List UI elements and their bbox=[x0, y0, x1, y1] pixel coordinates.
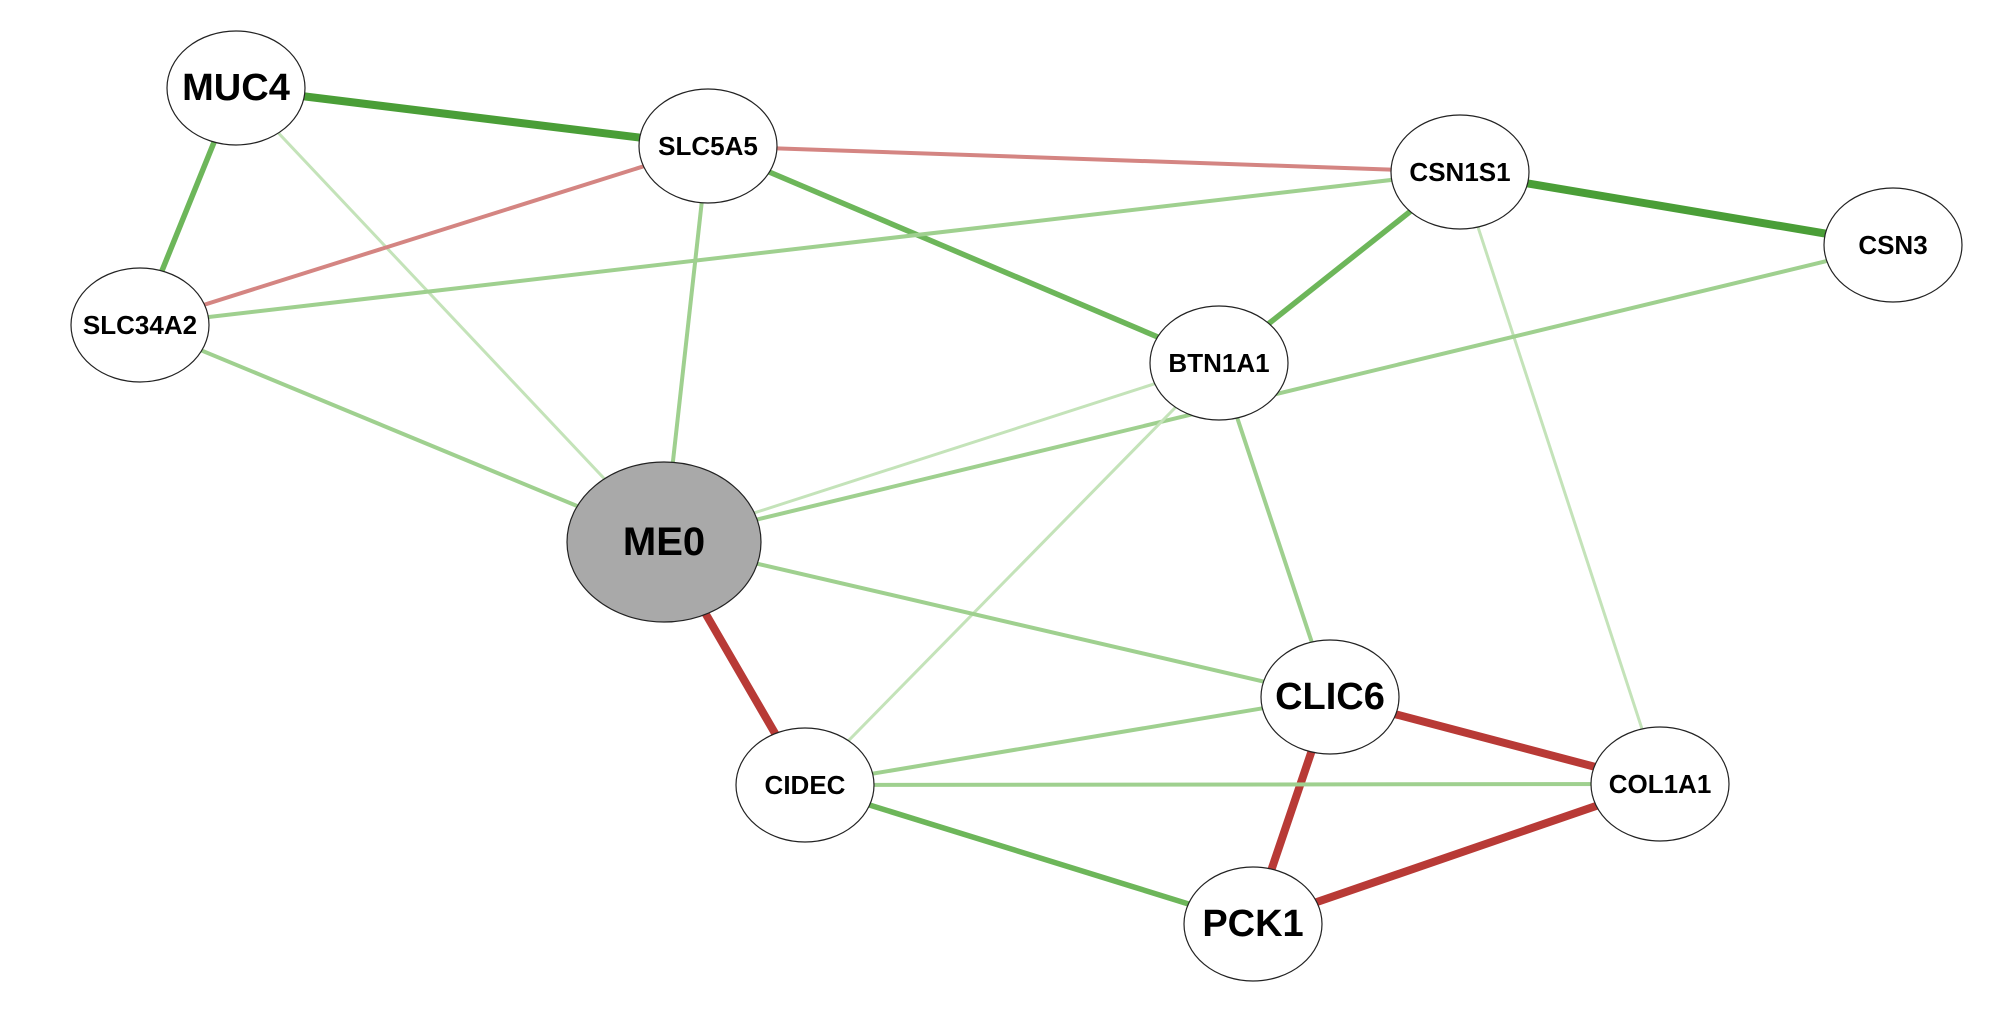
node-me0[interactable]: ME0 bbox=[566, 461, 762, 623]
edge-me0-clic6 bbox=[663, 540, 1331, 699]
edge-col1a1-pck1 bbox=[1251, 780, 1662, 928]
edge-cidec-col1a1 bbox=[804, 782, 1661, 787]
node-label: ME0 bbox=[623, 520, 705, 564]
edge-slc5a5-slc34a2 bbox=[139, 144, 709, 327]
node-label: BTN1A1 bbox=[1168, 348, 1269, 378]
node-label: CSN3 bbox=[1858, 230, 1927, 260]
edge-csn3-me0 bbox=[663, 243, 1894, 544]
node-csn1s1[interactable]: CSN1S1 bbox=[1390, 114, 1530, 230]
node-shape bbox=[1823, 187, 1963, 303]
edge-csn1s1-slc34a2 bbox=[139, 170, 1461, 327]
node-label: PCK1 bbox=[1202, 903, 1303, 945]
node-col1a1[interactable]: COL1A1 bbox=[1590, 726, 1730, 842]
nodes-layer: MUC4SLC5A5CSN1S1CSN3SLC34A2BTN1A1ME0CLIC… bbox=[70, 30, 1963, 982]
node-csn3[interactable]: CSN3 bbox=[1823, 187, 1963, 303]
edge-btn1a1-me0 bbox=[663, 361, 1220, 544]
edge-muc4-slc5a5 bbox=[235, 84, 709, 150]
node-slc5a5[interactable]: SLC5A5 bbox=[638, 88, 778, 204]
edges-layer bbox=[137, 84, 1894, 928]
edge-cidec-pck1 bbox=[804, 782, 1254, 927]
edge-csn1s1-col1a1 bbox=[1458, 171, 1662, 785]
node-pck1[interactable]: PCK1 bbox=[1183, 866, 1323, 982]
node-label: CLIC6 bbox=[1275, 676, 1385, 718]
node-shape bbox=[166, 30, 306, 146]
node-label: COL1A1 bbox=[1609, 769, 1712, 799]
edge-slc34a2-me0 bbox=[139, 323, 665, 544]
edge-muc4-me0 bbox=[234, 86, 666, 544]
node-label: CIDEC bbox=[765, 770, 846, 800]
node-shape bbox=[1149, 305, 1289, 421]
edge-slc5a5-csn1s1 bbox=[707, 144, 1461, 174]
edge-csn1s1-csn3 bbox=[1459, 168, 1894, 249]
node-shape bbox=[566, 461, 762, 623]
node-cidec[interactable]: CIDEC bbox=[735, 727, 875, 843]
node-shape bbox=[1590, 726, 1730, 842]
node-shape bbox=[735, 727, 875, 843]
node-muc4[interactable]: MUC4 bbox=[166, 30, 306, 146]
node-btn1a1[interactable]: BTN1A1 bbox=[1149, 305, 1289, 421]
node-label: MUC4 bbox=[182, 67, 290, 109]
node-shape bbox=[1390, 114, 1530, 230]
node-shape bbox=[70, 267, 210, 383]
node-shape bbox=[1183, 866, 1323, 982]
node-label: SLC5A5 bbox=[658, 131, 758, 161]
node-shape bbox=[1260, 639, 1400, 755]
node-clic6[interactable]: CLIC6 bbox=[1260, 639, 1400, 755]
node-slc34a2[interactable]: SLC34A2 bbox=[70, 267, 210, 383]
node-label: SLC34A2 bbox=[83, 310, 197, 340]
edge-btn1a1-cidec bbox=[803, 361, 1221, 787]
edge-slc5a5-btn1a1 bbox=[706, 143, 1221, 366]
node-label: CSN1S1 bbox=[1409, 157, 1510, 187]
edge-clic6-cidec bbox=[804, 695, 1331, 787]
node-shape bbox=[638, 88, 778, 204]
